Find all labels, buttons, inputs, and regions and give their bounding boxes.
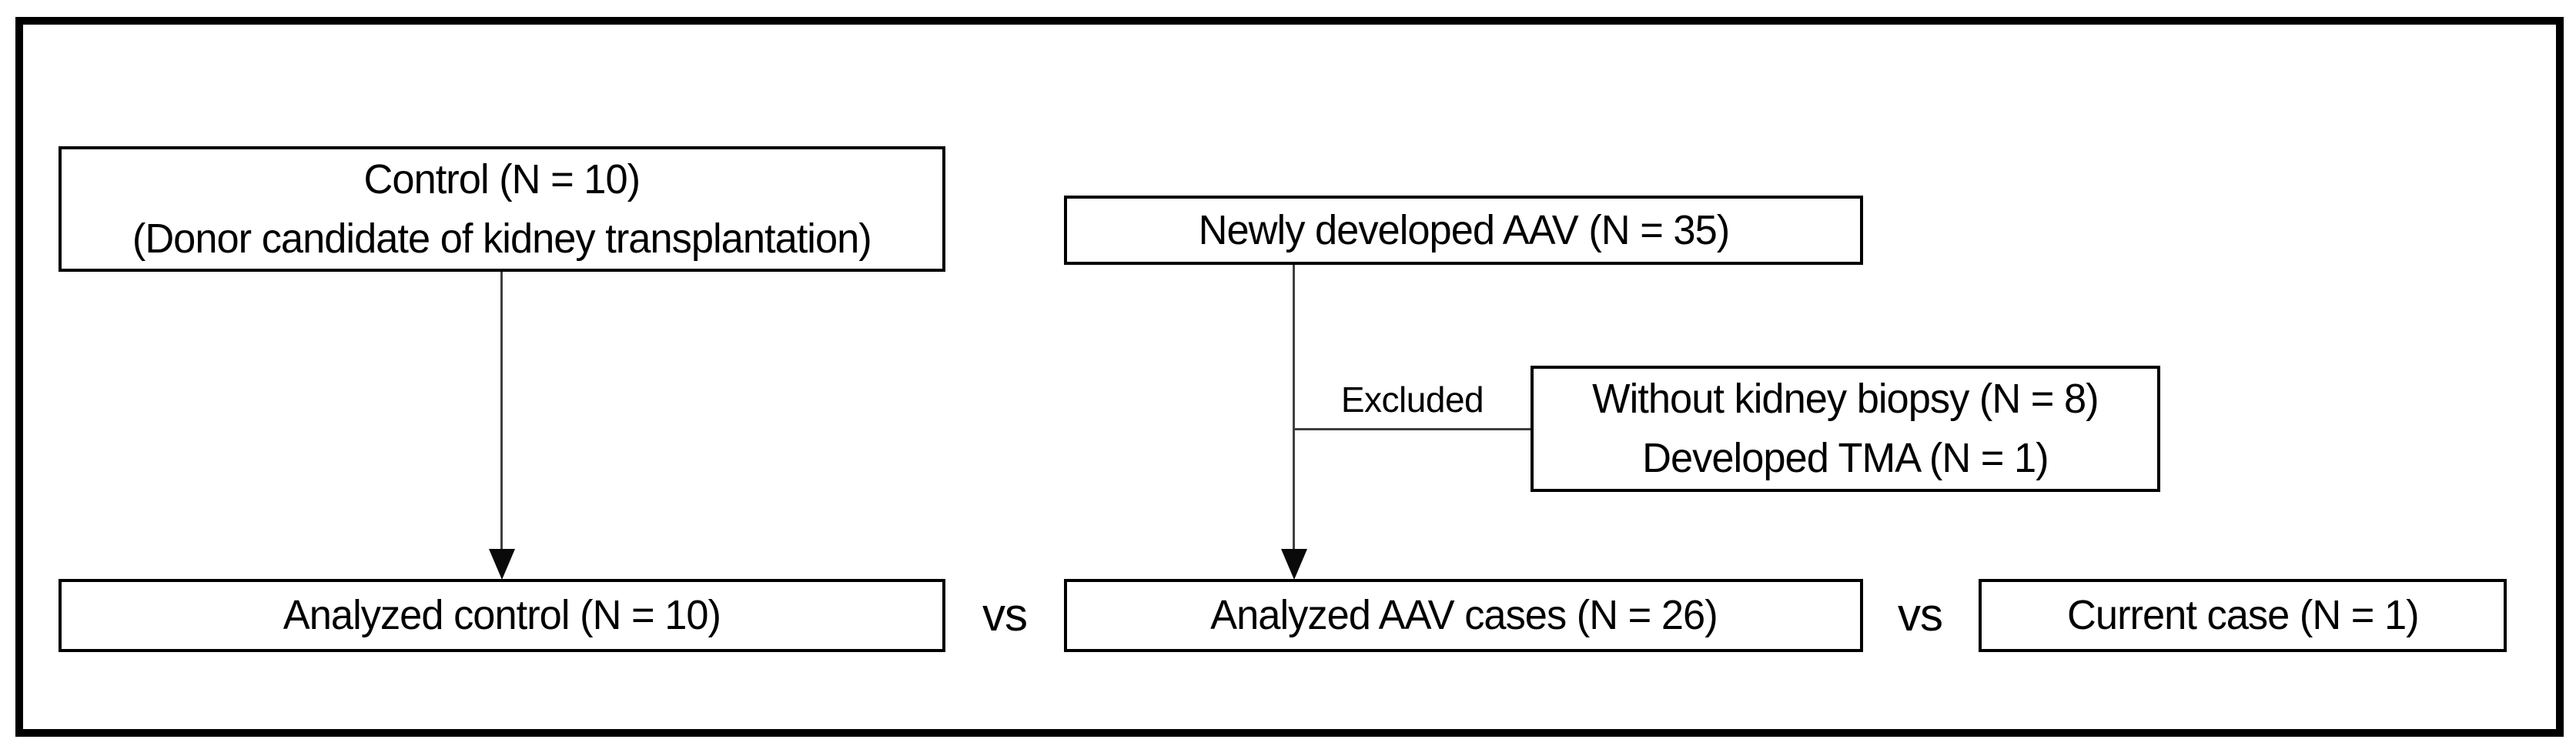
excluded-branch-line (1294, 428, 1531, 430)
control-arrow-down-icon (489, 549, 515, 580)
analyzed-control-box: Analyzed control (N = 10) (59, 579, 945, 652)
control-flow-line (500, 272, 503, 550)
analyzed-aav-cases-box: Analyzed AAV cases (N = 26) (1064, 579, 1863, 652)
vs-label-left: vs (982, 589, 1028, 641)
exclusion-reasons-box: Without kidney biopsy (N = 8) Developed … (1531, 366, 2160, 492)
newly-developed-aav-label: Newly developed AAV (N = 35) (1198, 206, 1730, 253)
vs-label-right: vs (1898, 589, 1943, 641)
control-group-subtitle: (Donor candidate of kidney transplantati… (132, 215, 872, 262)
analyzed-aav-cases-label: Analyzed AAV cases (N = 26) (1209, 592, 1718, 638)
analyzed-control-label: Analyzed control (N = 10) (283, 592, 721, 638)
exclusion-reason-tma: Developed TMA (N = 1) (1642, 435, 2049, 481)
aav-arrow-down-icon (1281, 549, 1307, 580)
current-case-label: Current case (N = 1) (2066, 592, 2420, 638)
aav-flow-line (1293, 265, 1295, 550)
excluded-branch-label: Excluded (1340, 380, 1484, 420)
diagram-border-frame (15, 17, 2564, 737)
current-case-box: Current case (N = 1) (1979, 579, 2507, 652)
newly-developed-aav-box: Newly developed AAV (N = 35) (1064, 196, 1863, 265)
exclusion-reason-biopsy: Without kidney biopsy (N = 8) (1592, 376, 2099, 422)
control-group-title: Control (N = 10) (363, 156, 641, 202)
control-group-box: Control (N = 10) (Donor candidate of kid… (59, 146, 945, 272)
